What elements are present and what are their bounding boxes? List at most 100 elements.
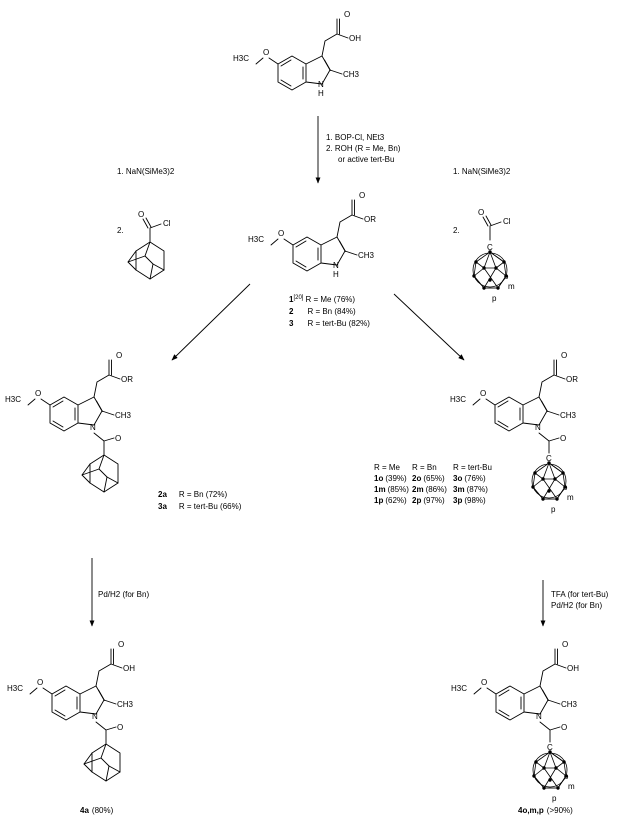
yield-value: (97%) — [423, 496, 445, 505]
molecule-carborane-amide: H3C O O OR CH3 N O C o m p — [450, 351, 578, 514]
n-label: N — [318, 80, 324, 89]
oxygen-label: O — [35, 389, 41, 398]
yield-value: (65%) — [423, 474, 445, 483]
n-label: N — [92, 712, 98, 721]
compound-2a-label: 2a — [158, 490, 167, 499]
o-label: O — [478, 208, 484, 217]
ortho-label: o — [504, 272, 509, 281]
yield-compound-label: 1p — [374, 496, 383, 505]
ortho-label: o — [563, 483, 568, 492]
carbonyl-o-label: O — [344, 10, 350, 19]
or-label: OR — [364, 215, 376, 224]
acyl-o-label: O — [117, 723, 123, 732]
yield-compound-label: 3m — [453, 485, 465, 494]
yield-compound-label: 1o — [374, 474, 383, 483]
arrow-to-left — [171, 283, 251, 361]
final-left-caption: 4a(80%) — [80, 806, 114, 815]
n-label: N — [536, 712, 542, 721]
h3c-label: H3C — [451, 684, 467, 693]
yield-value: (87%) — [467, 485, 489, 494]
compound-3a-label: 3a — [158, 502, 167, 511]
compound-4a-label: 4a — [80, 806, 89, 815]
cl-label: Cl — [163, 219, 171, 228]
left-reagent-step-1: 1. NaN(SiMe3)2 — [117, 167, 175, 176]
compound-3-label: 3 — [289, 319, 294, 328]
table-header-bn: R = Bn — [412, 463, 437, 472]
arrow-to-right — [393, 293, 465, 361]
n-label: N — [90, 423, 96, 432]
table-header-tbu: R = tert-Bu — [453, 463, 492, 472]
condition-line-3: or active tert-Bu — [338, 155, 394, 164]
meta-label: m — [568, 782, 575, 791]
yield-cell: 2m(86%) — [412, 485, 447, 494]
yield-cell: 1p(62%) — [374, 496, 407, 505]
o-label: O — [138, 210, 144, 219]
conditions-esterification: 1. BOP-Cl, NEt3 2. ROH (R = Me, Bn) or a… — [326, 133, 401, 164]
acyl-o-label: O — [560, 434, 566, 443]
svg-text:2aR = Bn (72%): 2a R = Bn (72%) — [158, 490, 227, 499]
para-label: p — [551, 505, 556, 514]
reagent-carborane-chloride: 1. NaN(SiMe3)2 2. O Cl C o m p — [453, 167, 515, 303]
oxygen-label: O — [278, 229, 284, 238]
meta-label: m — [567, 493, 574, 502]
svg-text:2R = Bn (84%): 2R = Bn (84%) — [289, 307, 356, 316]
compound-4omp-label: 4o,m,p — [518, 806, 544, 815]
compound-2a-text: R = Bn (72%) — [179, 490, 228, 499]
yield-cell: 2o(65%) — [412, 474, 445, 483]
carbonyl-o-label: O — [118, 640, 124, 649]
yield-cell: 1m(85%) — [374, 485, 409, 494]
svg-text:3R = tert-Bu (82%): 3 R = tert-Bu (82%) — [289, 319, 370, 328]
yield-table: R = Me R = Bn R = tert-Bu 1o(39%) 2o(65%)… — [374, 463, 492, 505]
oxygen-label: O — [481, 678, 487, 687]
carbonyl-o-label: O — [562, 640, 568, 649]
ch3-label: CH3 — [560, 411, 577, 420]
svg-text:3aR = tert-Bu (66%): 3aR = tert-Bu (66%) — [158, 502, 242, 511]
ch3-label: CH3 — [115, 411, 132, 420]
yield-cell: 3o(76%) — [453, 474, 486, 483]
yield-compound-label: 2m — [412, 485, 424, 494]
left-reagent-step-2: 2. — [117, 226, 124, 235]
ch3-label: CH3 — [117, 700, 134, 709]
yield-value: (86%) — [426, 485, 448, 494]
c-label: C — [546, 454, 552, 463]
compound-2-text: R = Bn (84%) — [307, 307, 356, 316]
acyl-o-label: O — [561, 723, 567, 732]
svg-text:1[20]R = Me (76%): 1[20]R = Me (76%) — [289, 295, 355, 304]
carbonyl-o-label: O — [359, 191, 365, 200]
yield-compound-label: 1m — [374, 485, 386, 494]
compound-3-text: R = tert-Bu (82%) — [307, 319, 370, 328]
oxygen-label: O — [37, 678, 43, 687]
yield-compound-label: 2p — [412, 496, 421, 505]
meta-label: m — [508, 282, 515, 291]
yield-value: (62%) — [385, 496, 407, 505]
c-label: C — [487, 243, 493, 252]
compound-1-text: R = Me (76%) — [305, 295, 355, 304]
h3c-label: H3C — [450, 395, 466, 404]
para-label: p — [492, 294, 497, 303]
or-label: OR — [121, 375, 133, 384]
or-label: OR — [566, 375, 578, 384]
h3c-label: H3C — [233, 54, 249, 63]
right-deprotect-condition-2: Pd/H2 (for Bn) — [551, 601, 602, 610]
h3c-label: H3C — [248, 235, 264, 244]
condition-line-2: 2. ROH (R = Me, Bn) — [326, 144, 401, 153]
carbonyl-o-label: O — [116, 351, 122, 360]
yield-cell: 3m(87%) — [453, 485, 488, 494]
ortho-label: o — [564, 772, 569, 781]
compound-1-label: 1 — [289, 295, 294, 304]
yield-value: (39%) — [385, 474, 407, 483]
table-header-me: R = Me — [374, 463, 401, 472]
molecule-starting-acid: H3C O O OH CH3 N H — [233, 10, 361, 98]
acyl-o-label: O — [115, 434, 121, 443]
oh-label: OH — [123, 664, 135, 673]
condition-line-1: 1. BOP-Cl, NEt3 — [326, 133, 385, 142]
ch3-label: CH3 — [343, 70, 360, 79]
yield-compound-label: 3o — [453, 474, 462, 483]
molecule-final-carborane: H3C O O OH CH3 N O C o m p — [451, 640, 579, 803]
h3c-label: H3C — [5, 395, 21, 404]
right-reagent-step-1: 1. NaN(SiMe3)2 — [453, 167, 511, 176]
left-deprotect-condition: Pd/H2 (for Bn) — [98, 590, 149, 599]
yield-compound-label: 2o — [412, 474, 421, 483]
